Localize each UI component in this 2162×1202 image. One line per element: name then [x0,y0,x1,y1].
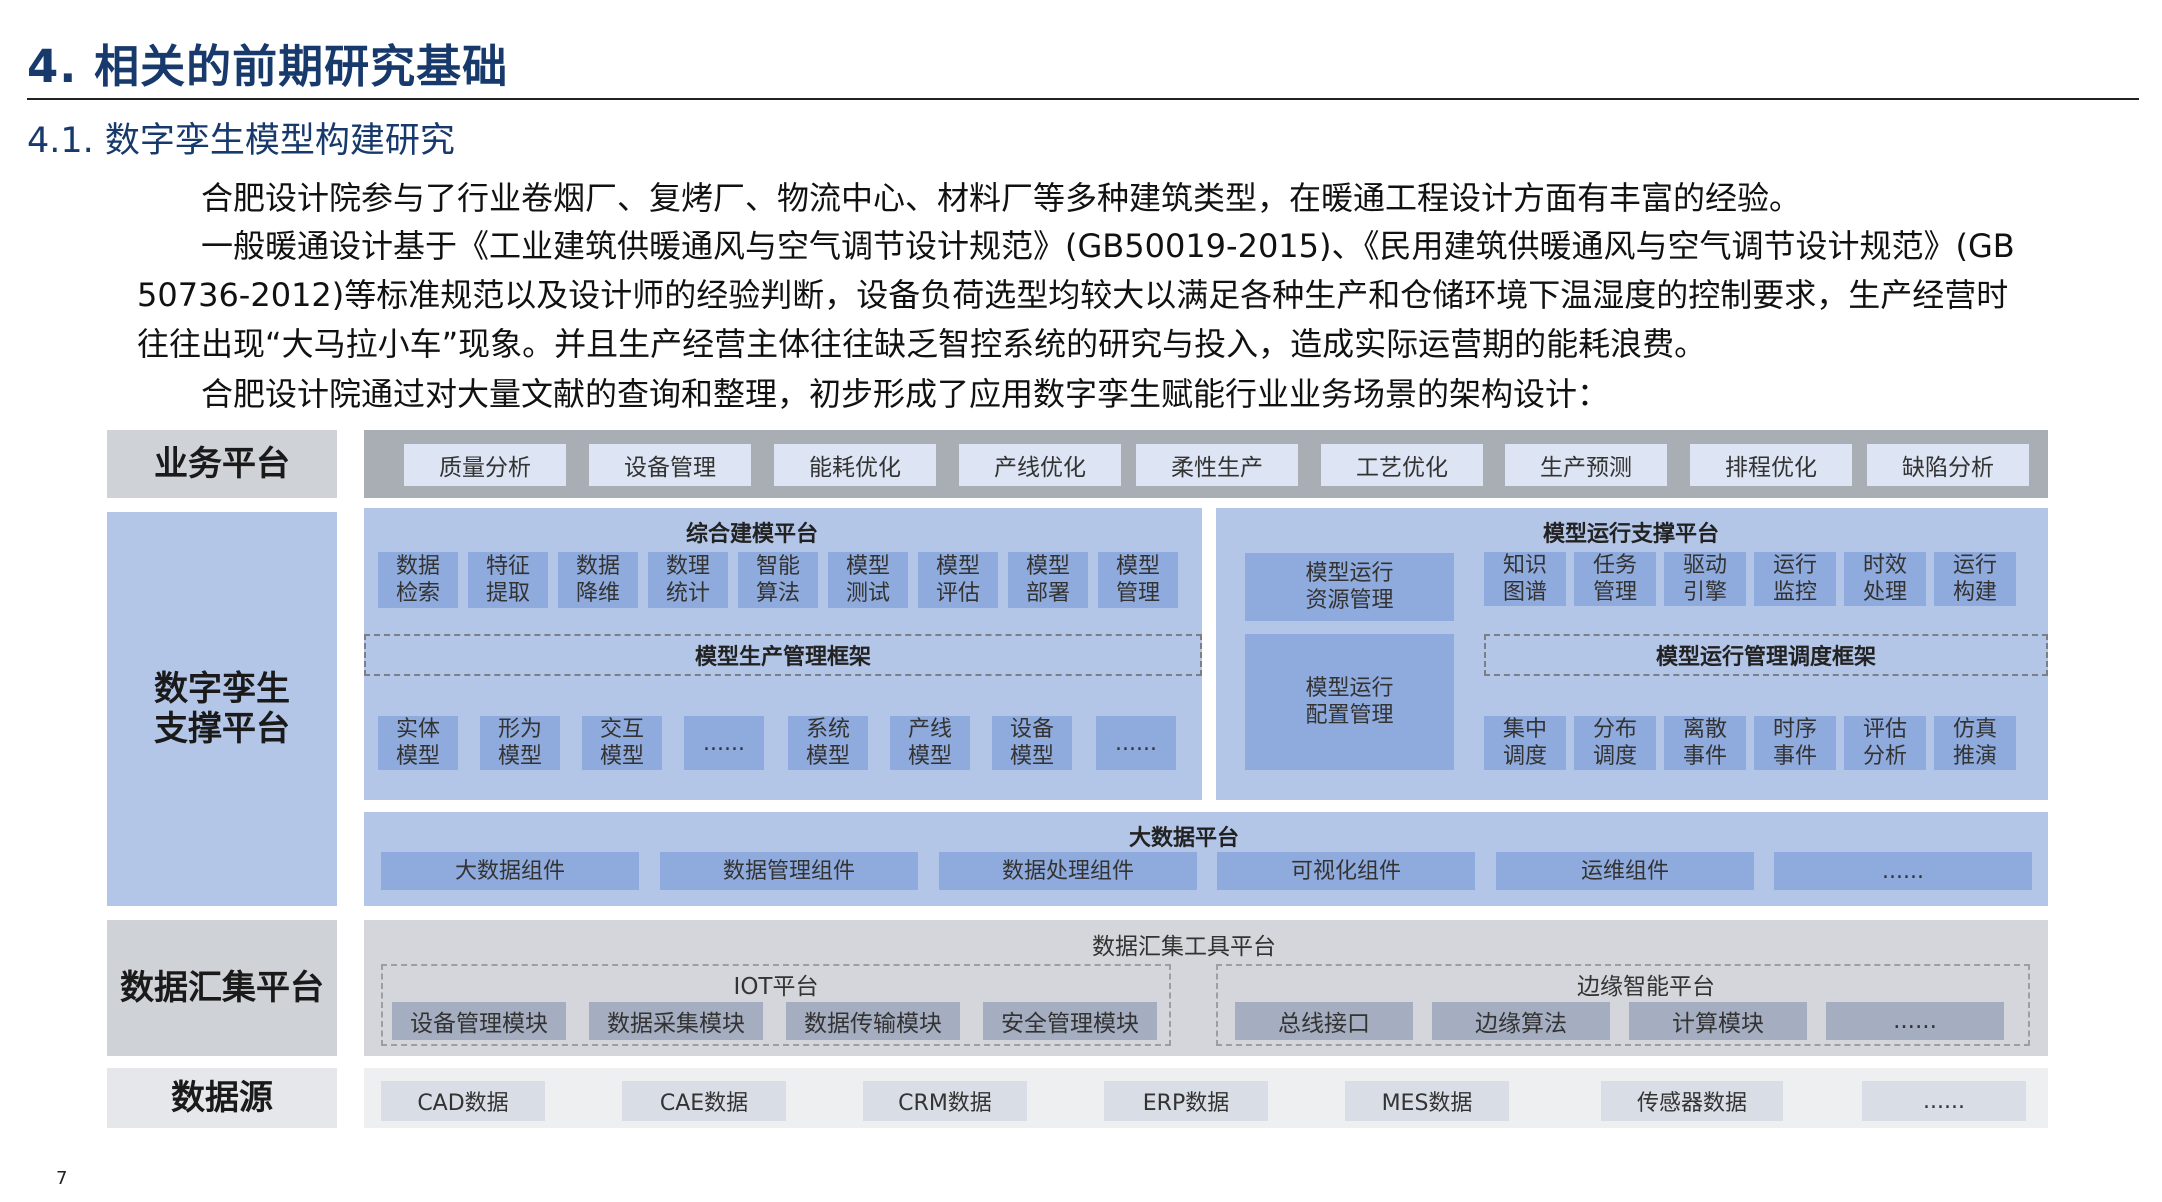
paragraph-3: 合肥设计院通过对大量文献的查询和整理，初步形成了应用数字孪生赋能行业业务场景的架… [201,375,1610,413]
modeling-top-tile: 模型测试 [828,552,908,608]
iot-item: 设备管理模块 [392,1002,566,1040]
modeling-top-tile: 数据检索 [378,552,458,608]
modeling-bottom-tile: 产线模型 [890,716,970,770]
runtime-top-tile: 驱动引擎 [1664,552,1746,606]
business-item: 工艺优化 [1321,444,1483,486]
runtime-bottom-tile: 离散事件 [1664,716,1746,770]
runtime-bottom-tile: 评估分析 [1844,716,1926,770]
runtime-title: 模型运行支撑平台 [1542,522,1719,547]
modeling-bottom-tile: 形为模型 [480,716,560,770]
modeling-top-tile: 智能算法 [738,552,818,608]
bigdata-title: 大数据平台 [1128,826,1239,851]
bigdata-item: 运维组件 [1496,852,1754,890]
paragraph-2: 一般暖通设计基于《工业建筑供暖通风与空气调节设计规范》(GB50019-2015… [137,227,2015,363]
modeling-top-tile: 模型管理 [1098,552,1178,608]
runtime-bottom-tile: 仿真推演 [1934,716,2016,770]
iot-box [381,964,1171,1046]
modeling-top-tile: 模型评估 [918,552,998,608]
iot-title: IOT平台 [733,974,819,1000]
modeling-top-tile: 特征提取 [468,552,548,608]
business-item: 缺陷分析 [1867,444,2029,486]
source-item: CAE数据 [622,1081,786,1121]
modeling-bottom-tile: 实体模型 [378,716,458,770]
bigdata-item: 数据管理组件 [660,852,918,890]
page-number: 7 [56,1168,68,1189]
runtime-top-tile: 时效处理 [1844,552,1926,606]
modeling-top-tile: 数据降维 [558,552,638,608]
source-item: ERP数据 [1104,1081,1268,1121]
source-item: ...... [1862,1081,2026,1121]
runtime-bottom-tile: 集中调度 [1484,716,1566,770]
edge-item: 计算模块 [1629,1002,1807,1040]
title-divider [27,98,2139,100]
modeling-bottom-tile: 设备模型 [992,716,1072,770]
modeling-bottom-tile: ...... [1096,716,1176,770]
modeling-framework-box: 模型生产管理框架 [364,634,1202,676]
bigdata-item: 数据处理组件 [939,852,1197,890]
layer-label-twin-line1: 数字孪生 [154,669,290,709]
modeling-bottom-tile: ...... [684,716,764,770]
source-item: CRM数据 [863,1081,1027,1121]
iot-item: 数据采集模块 [589,1002,763,1040]
edge-box [1216,964,2030,1046]
runtime-top-tile: 运行构建 [1934,552,2016,606]
business-item: 排程优化 [1690,444,1852,486]
modeling-bottom-tile: 系统模型 [788,716,868,770]
business-item: 能耗优化 [774,444,936,486]
layer-label-source: 数据源 [107,1068,337,1128]
runtime-top-tile: 任务管理 [1574,552,1656,606]
source-item: 传感器数据 [1601,1081,1783,1121]
edge-item: 总线接口 [1235,1002,1413,1040]
modeling-top-tile: 数理统计 [648,552,728,608]
business-item: 产线优化 [959,444,1121,486]
runtime-top-tile: 运行监控 [1754,552,1836,606]
source-item: MES数据 [1345,1081,1509,1121]
iot-item: 数据传输模块 [786,1002,960,1040]
business-item: 质量分析 [404,444,566,486]
modeling-top-tile: 模型部署 [1008,552,1088,608]
page-title: 4. 相关的前期研究基础 [27,40,509,93]
layer-label-collect: 数据汇集平台 [107,920,337,1056]
bigdata-panel [364,812,2048,906]
modeling-title: 综合建模平台 [685,522,818,547]
edge-item: 边缘算法 [1432,1002,1610,1040]
layer-label-twin-line2: 支撑平台 [154,709,290,749]
bigdata-item: 大数据组件 [381,852,639,890]
layer-label-business: 业务平台 [107,430,337,498]
modeling-bottom-tile: 交互模型 [582,716,662,770]
iot-item: 安全管理模块 [983,1002,1157,1040]
edge-title: 边缘智能平台 [1577,974,1715,1000]
business-item: 生产预测 [1505,444,1667,486]
runtime-resource-tile: 模型运行资源管理 [1245,553,1454,621]
runtime-framework-box: 模型运行管理调度框架 [1484,634,2048,676]
business-item: 柔性生产 [1136,444,1298,486]
runtime-config-tile: 模型运行配置管理 [1245,634,1454,770]
runtime-bottom-tile: 分布调度 [1574,716,1656,770]
bigdata-item: ...... [1774,852,2032,890]
collect-title: 数据汇集工具平台 [1092,934,1276,960]
section-subtitle: 4.1. 数字孪生模型构建研究 [27,121,455,161]
source-item: CAD数据 [381,1081,545,1121]
bigdata-item: 可视化组件 [1217,852,1475,890]
paragraph-1: 合肥设计院参与了行业卷烟厂、复烤厂、物流中心、材料厂等多种建筑类型，在暖通工程设… [201,179,1802,217]
edge-item: ...... [1826,1002,2004,1040]
runtime-bottom-tile: 时序事件 [1754,716,1836,770]
layer-label-twin: 数字孪生 支撑平台 [107,512,337,906]
business-item: 设备管理 [589,444,751,486]
runtime-top-tile: 知识图谱 [1484,552,1566,606]
